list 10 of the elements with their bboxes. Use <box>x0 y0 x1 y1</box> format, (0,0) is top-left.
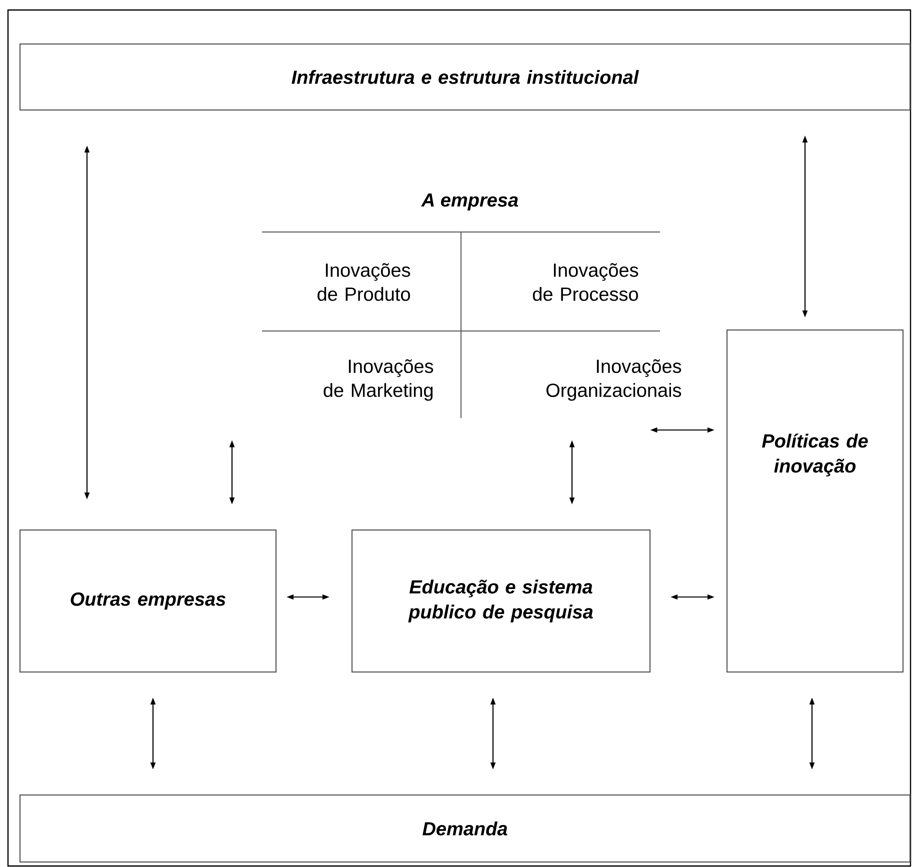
quadrant-label: Inovações de Processo <box>532 263 638 301</box>
quadrant-label: Inovações de Marketing <box>324 359 434 401</box>
band-box: Infraestrutura e estrutura institucional <box>20 44 911 110</box>
band-box: Demanda <box>20 794 911 862</box>
quadrant-label: Inovações Organizacionais <box>546 359 682 401</box>
process-box: Outras empresas <box>20 530 276 672</box>
process-box: Educação e sistema publico de pesquisa <box>352 530 650 672</box>
process-box: Políticas de inovação <box>726 330 904 672</box>
heading: A empresa <box>421 194 518 210</box>
quadrant-label: Inovações de Produto <box>318 263 410 301</box>
